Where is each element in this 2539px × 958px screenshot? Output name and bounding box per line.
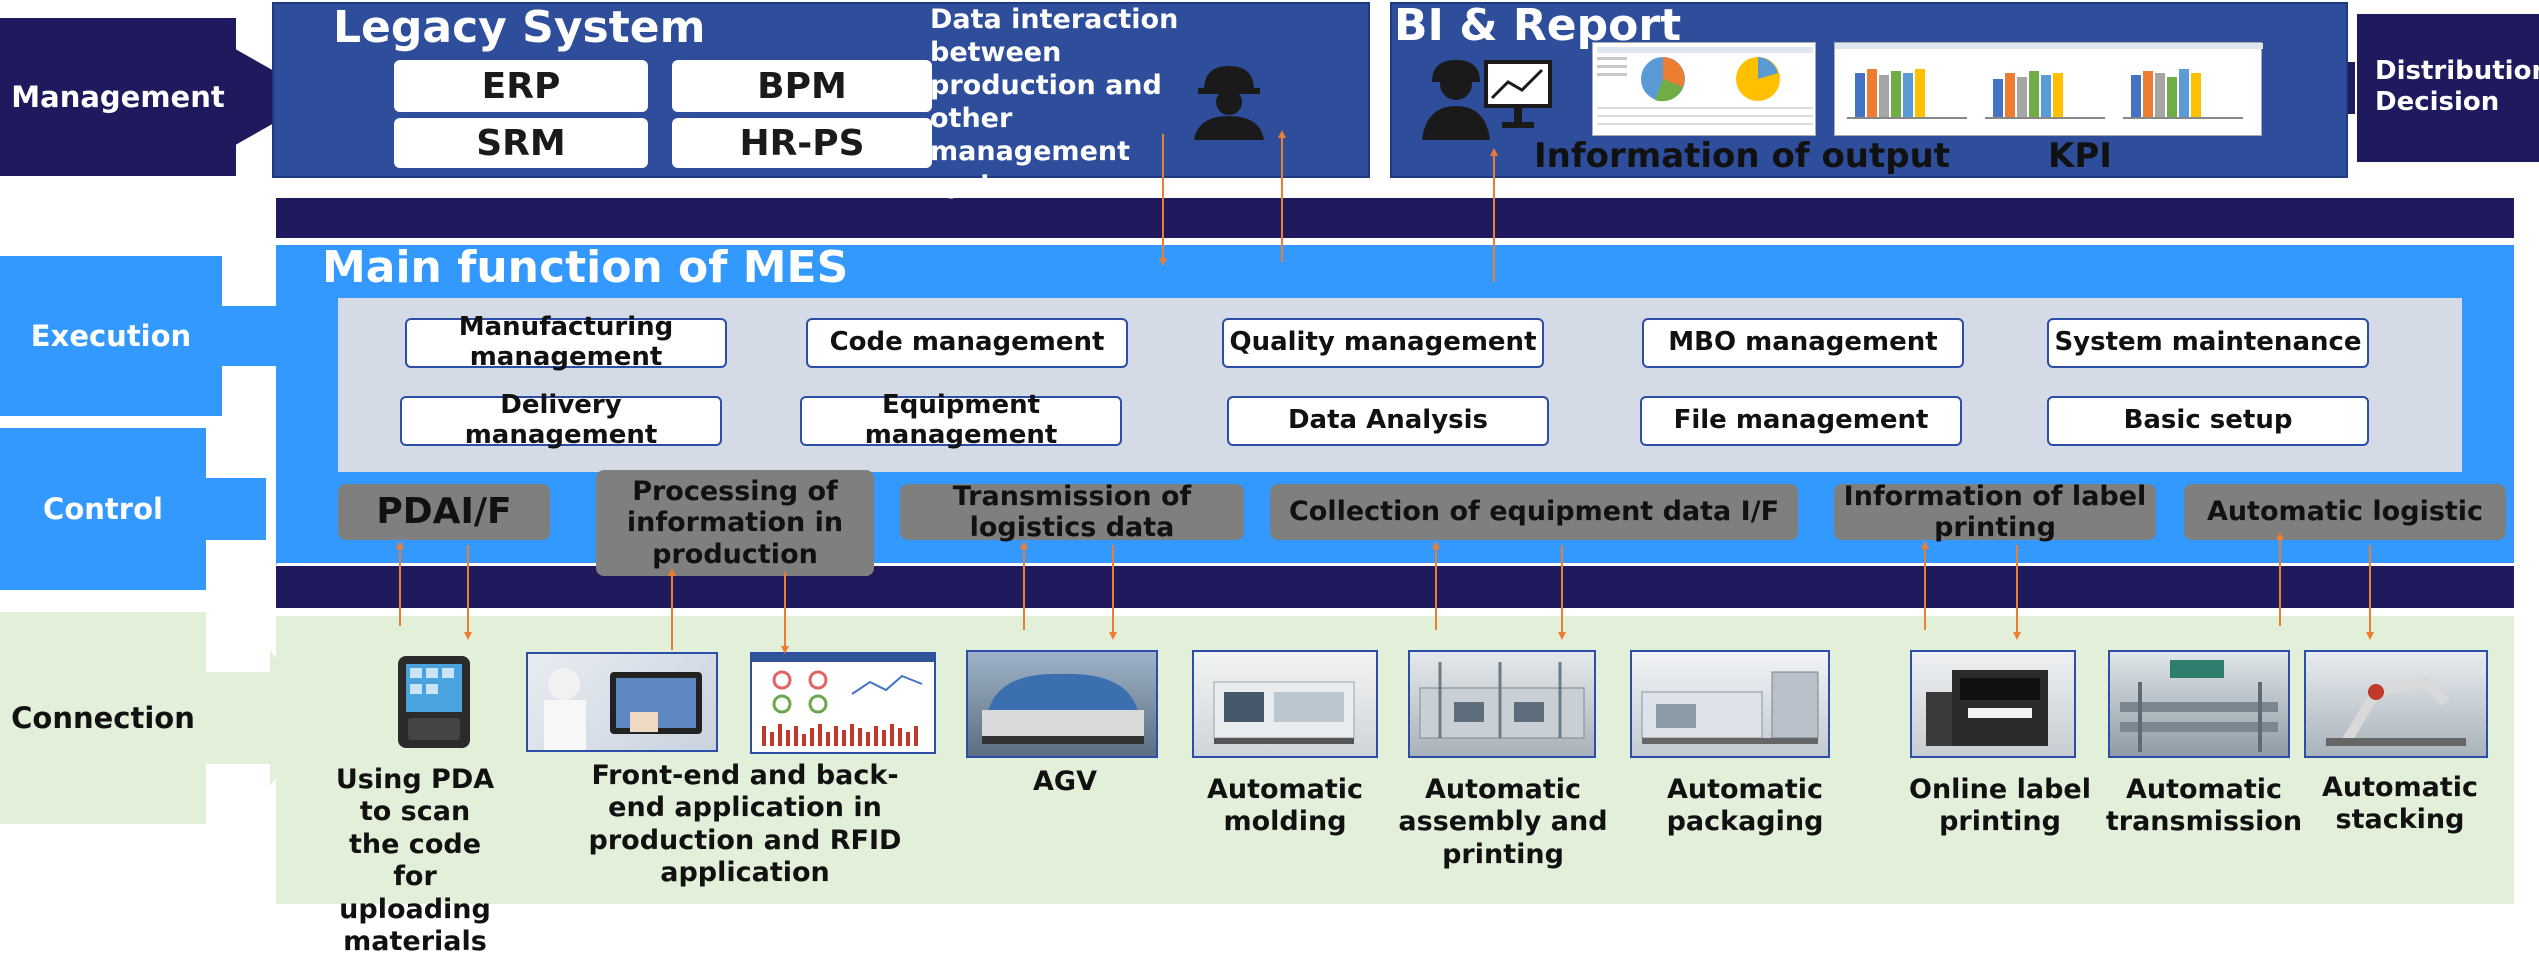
caption-automatic-packaging: Automatic packaging: [1666, 774, 1824, 838]
automatic-transmission-photo: [2108, 650, 2290, 758]
mes-title: Main function of MES: [322, 242, 849, 293]
system-maintenance-box: System maintenance: [2047, 318, 2369, 368]
connection-label: Connection: [11, 701, 195, 735]
automatic-assembly-photo: [1408, 650, 1596, 758]
automatic-molding-photo: [1192, 650, 1378, 758]
label-printing-info-box: Information of label printing: [1834, 481, 2156, 543]
kpi-dashboard-thumbnail: [1834, 42, 2263, 136]
quality-management-box: Quality management: [1222, 318, 1544, 368]
collection-equipment-data-box: Collection of equipment data I/F: [1270, 484, 1798, 540]
front-end-tablet-photo: [526, 652, 718, 752]
caption-online-label-printing: Online label printing: [1909, 774, 2091, 838]
erp-system: ERP: [394, 60, 648, 112]
online-label-printer-photo: [1910, 650, 2076, 758]
caption-automatic-stacking: Automatic stacking: [2321, 772, 2479, 836]
management-label: Management: [11, 80, 225, 114]
connection-arrow: [0, 612, 322, 824]
srm-system: SRM: [394, 118, 648, 168]
data-interaction-note: Data interaction between production and …: [930, 4, 1179, 200]
manufacturing-management-box: Manufacturing management: [405, 312, 727, 372]
distribution-label: Distribution Decision: [2375, 56, 2539, 118]
legacy-title: Legacy System: [333, 2, 706, 53]
pda-if-box: PDAI/F: [338, 484, 550, 540]
information-of-output-label: Information of output: [1534, 136, 1951, 176]
kpi-label: KPI: [2048, 136, 2112, 176]
caption-automatic-assembly: Automatic assembly and printing: [1398, 774, 1608, 870]
automatic-packaging-photo: [1630, 650, 1830, 758]
execution-arrow: [0, 256, 340, 416]
hr-ps-system: HR-PS: [672, 118, 932, 168]
file-management-box: File management: [1640, 396, 1962, 446]
caption-front-back-end: Front-end and back-end application in pr…: [588, 760, 902, 889]
automatic-logistic-box: Automatic logistic: [2184, 484, 2506, 540]
control-label: Control: [43, 492, 163, 526]
worker-icon: [1194, 66, 1264, 140]
delivery-management-box: Delivery management: [400, 390, 722, 450]
automatic-stacking-photo: [2304, 650, 2488, 758]
caption-automatic-transmission: Automatic transmission: [2105, 774, 2303, 838]
management-arrow: [0, 18, 320, 176]
code-management-box: Code management: [806, 318, 1128, 368]
execution-label: Execution: [30, 319, 192, 353]
analyst-with-monitor-icon: [1422, 60, 1552, 140]
output-dashboard-thumbnail: [1592, 42, 1816, 136]
top-divider-bar: [276, 198, 2514, 238]
bpm-system: BPM: [672, 60, 932, 112]
basic-setup-box: Basic setup: [2047, 396, 2369, 446]
control-arrow: [0, 428, 320, 590]
caption-pda-scan: Using PDA to scan the code for uploading…: [335, 764, 495, 957]
mbo-management-box: MBO management: [1642, 318, 1964, 368]
caption-automatic-molding: Automatic molding: [1206, 774, 1364, 838]
equipment-management-box: Equipment management: [800, 390, 1122, 450]
dashboard-screen-photo: [750, 652, 936, 754]
transmission-logistics-box: Transmission of logistics data: [900, 481, 1244, 543]
processing-information-box: Processing of information in production: [596, 470, 874, 576]
caption-agv: AGV: [1033, 766, 1097, 797]
data-analysis-box: Data Analysis: [1227, 396, 1549, 446]
agv-photo: [966, 650, 1158, 758]
pda-device-image: [398, 656, 470, 748]
